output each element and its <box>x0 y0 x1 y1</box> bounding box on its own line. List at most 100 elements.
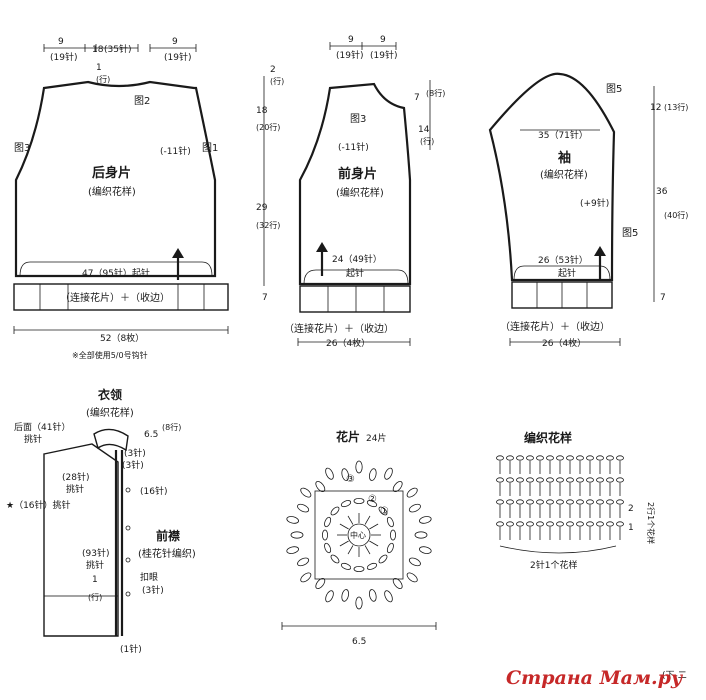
chain-stitch <box>576 477 584 483</box>
back-border: （连接花片）＋（收边） <box>60 291 170 304</box>
front-fig3: 图3 <box>350 113 366 125</box>
chain-stitch <box>576 455 584 461</box>
dc-stitch <box>369 540 379 547</box>
chain-loop <box>408 503 421 513</box>
chain-stitch <box>546 477 554 483</box>
back-piece: 9 (19针) 18 (35针) 9 (19针) 1 (行) 图2 图3 图1 … <box>13 37 229 360</box>
collar-height-s: (8行) <box>162 422 181 432</box>
front-title: 前身片 <box>338 166 377 182</box>
petal <box>378 506 388 516</box>
sleeve-border: （连接花片）＋（收边） <box>500 320 610 333</box>
petal <box>378 554 388 564</box>
motif-center: 中心 <box>350 530 366 540</box>
dc-stitch <box>364 515 371 525</box>
chain-stitch <box>586 521 594 527</box>
chain-stitch <box>566 499 574 505</box>
chain-loop <box>419 516 432 524</box>
chain-loop <box>414 531 428 539</box>
front-top-w1: 9 <box>348 35 354 45</box>
back-width: 52（8枚） <box>100 332 144 344</box>
buttonhole2: (3针) <box>142 584 164 596</box>
petal <box>386 542 394 554</box>
sleeve-width: 26（4枚） <box>542 337 586 349</box>
collar-p3: (28针) <box>62 471 89 483</box>
petal <box>322 529 329 541</box>
chain-stitch <box>496 477 504 483</box>
chain-stitch <box>586 477 594 483</box>
back-fig2: 图2 <box>134 95 150 107</box>
back-neck-s: (行) <box>96 74 110 84</box>
chain-stitch <box>576 499 584 505</box>
collar-p1: (3针) <box>124 447 146 459</box>
chain-loop <box>355 460 363 474</box>
chain-loop <box>297 503 310 513</box>
chain-stitch <box>506 499 514 505</box>
watermark-text: Страна Мам.ру <box>506 667 684 689</box>
motif-round1: ① <box>380 506 389 517</box>
motif-size: 6.5 <box>352 637 366 647</box>
collar-placket: 衣领 (编织花样) 后面（41针） 挑针 6.5 (8行) (3针) (3针) … <box>6 387 196 655</box>
back-top-s1: (19针) <box>50 51 77 63</box>
back-top-w1: 9 <box>58 37 64 47</box>
dc-stitch <box>369 523 379 530</box>
sleeve-pattern: (编织花样) <box>540 168 588 181</box>
dc-stitch <box>339 540 349 547</box>
front-h1: 2 <box>270 65 276 75</box>
motif: 花片 24片 中心 ② ③ ① 6.5 <box>281 429 437 647</box>
dc-stitch <box>339 523 349 530</box>
stitch-rows: 2行1个花样 <box>646 502 656 544</box>
sleeve-piece: 35（71针） 图5 图5 袖 (编织花样) (+9针) 12 (13行) 36… <box>488 72 688 349</box>
chain-stitch <box>586 499 594 505</box>
chain-stitch <box>616 499 624 505</box>
chain-loop <box>325 590 334 603</box>
chain-stitch <box>566 521 574 527</box>
stitch-r2: 2 <box>628 504 634 514</box>
front-decrease: (-11针) <box>338 141 369 153</box>
sleeve-h3: 7 <box>660 293 666 303</box>
sleeve-fig5a: 图5 <box>606 83 622 95</box>
sleeve-cast-width: 26（53针） <box>538 254 588 266</box>
petal <box>353 565 365 572</box>
chain-stitch <box>546 499 554 505</box>
back-decrease: (-11针) <box>160 145 191 157</box>
chain-stitch <box>496 455 504 461</box>
chain-stitch <box>606 455 614 461</box>
collar-pick-back: 后面（41针） <box>14 421 70 433</box>
chain-stitch <box>556 455 564 461</box>
collar-p4: 挑针 <box>66 483 84 495</box>
back-neck-h: 1 <box>96 63 102 73</box>
collar-p2: (3针) <box>122 459 144 471</box>
sleeve-title: 袖 <box>558 150 571 166</box>
chain-stitch <box>526 499 534 505</box>
front-h4: 7 <box>262 293 268 303</box>
sleeve-h2: 36 <box>656 187 668 197</box>
chain-loop <box>286 516 299 524</box>
collar-p9: 1 <box>92 575 98 585</box>
petal <box>324 516 332 528</box>
back-top-w3: 9 <box>172 37 178 47</box>
front-outline <box>298 82 412 286</box>
stitch-repeat: 2针1个花样 <box>530 559 577 571</box>
chain-stitch <box>536 521 544 527</box>
front-piece: 9 (19针) 9 (19针) 2 (行) 18 (20行) 29 (32行) … <box>256 35 445 349</box>
repeat-brace <box>499 545 617 554</box>
chain-loop <box>384 590 393 603</box>
stitch-pattern: 编织花样 2 1 2行1个花样 2针1个花样 <box>496 430 656 571</box>
front-s1: 7 <box>414 93 420 103</box>
stitch-title: 编织花样 <box>523 430 572 445</box>
chain-stitch <box>606 521 614 527</box>
front-top-s2: (19针) <box>370 49 397 61</box>
collar-p5: (16针) <box>140 485 167 497</box>
chain-stitch <box>516 455 524 461</box>
back-cast-on: 47（95针）起针 <box>82 267 150 279</box>
buttonhole: 扣眼 <box>140 571 158 583</box>
sleeve-increase: (+9针) <box>580 197 609 209</box>
collar-height: 6.5 <box>144 430 158 440</box>
front-h2s: (20行) <box>256 122 280 132</box>
front-border: （连接花片）＋（收边） <box>284 322 394 335</box>
front-width: 26（4枚） <box>326 337 370 349</box>
front-cast-width: 24（49针） <box>332 253 382 265</box>
motif-square <box>314 490 404 580</box>
sleeve-outline <box>488 72 616 282</box>
